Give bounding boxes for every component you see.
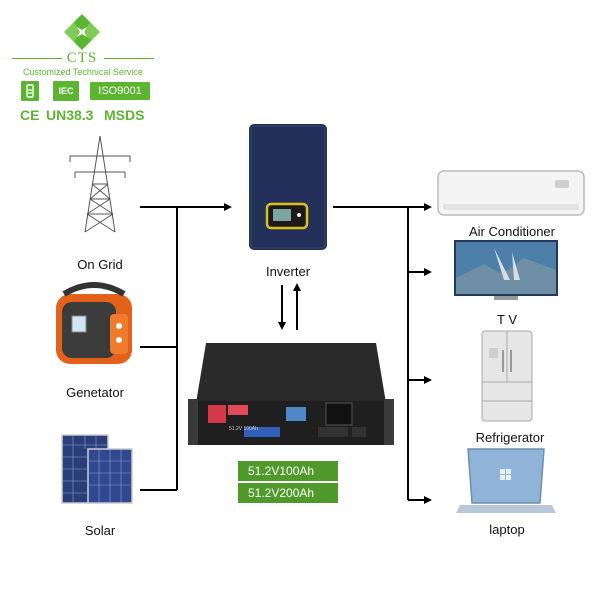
inverter-label: Inverter <box>265 264 311 279</box>
generator-icon <box>56 282 132 364</box>
source-label-solar: Solar <box>84 523 116 538</box>
load-label-tv: T V <box>497 312 517 327</box>
tv-icon <box>454 240 558 300</box>
ce-mark: CE <box>20 107 40 123</box>
inverter-icon <box>249 124 327 250</box>
un-mark: UN38.3 <box>46 107 94 123</box>
cts-logo-icon <box>64 14 100 50</box>
load-label-laptop: laptop <box>489 522 525 537</box>
iso-badge: ISO9001 <box>90 82 150 100</box>
laptop-icon <box>456 448 556 513</box>
brand-tagline: Customized Technical Service <box>23 67 143 77</box>
battery-rack-icon <box>188 343 394 445</box>
load-label-refrigerator: Refrigerator <box>475 430 545 445</box>
msds-mark: MSDS <box>104 107 145 123</box>
refrigerator-icon <box>481 330 533 422</box>
battery-panel-text: 51.2V 100Ah <box>229 426 258 432</box>
iec-label: IEC <box>58 85 74 96</box>
recycle-icon <box>26 84 34 98</box>
spec-badge-200ah: 51.2V200Ah <box>238 483 338 503</box>
source-label-generator: Genetator <box>66 385 124 400</box>
recycle-badge <box>21 81 39 101</box>
source-label-grid: On Grid <box>77 257 123 272</box>
spec-badge-100ah: 51.2V100Ah <box>238 461 338 481</box>
solar-panel-icon <box>61 434 133 504</box>
air-conditioner-icon <box>437 170 585 216</box>
iec-badge: IEC <box>53 81 79 101</box>
brand-name: CTS <box>66 50 98 66</box>
load-label-air-conditioner: Air Conditioner <box>469 224 555 239</box>
power-tower-icon <box>69 135 131 233</box>
